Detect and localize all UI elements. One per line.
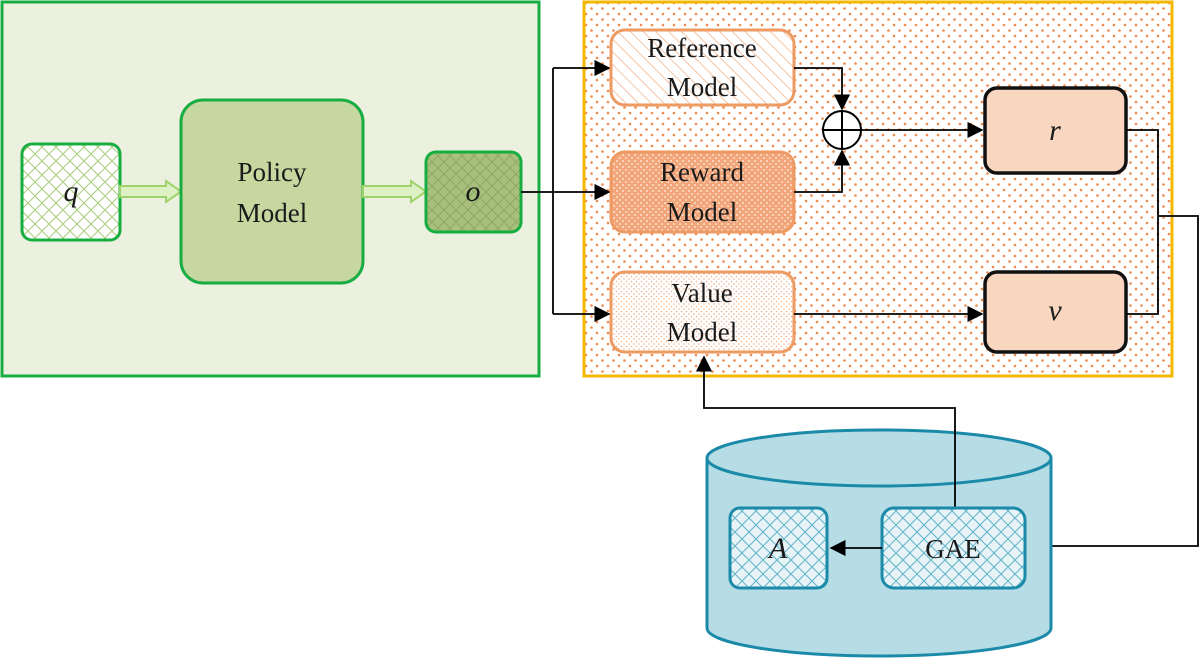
r-label: r [1049, 114, 1061, 147]
q-to-policy-arrow [119, 179, 183, 204]
v-out-line [1126, 216, 1159, 315]
v-box [983, 270, 1128, 354]
policy-to-o-arrow [362, 179, 428, 204]
q-node: q [20, 142, 122, 242]
a-box [728, 506, 829, 590]
reward-model-label-line1: Reward [660, 157, 744, 187]
o-node: o [424, 150, 523, 234]
gae-node: GAE [880, 506, 1027, 590]
advantage-store-cylinder: A GAE [705, 428, 1053, 658]
reward-to-sum-arrow [794, 149, 851, 193]
policy-model-label-line1: Policy [237, 157, 307, 187]
a-node: A [728, 506, 829, 590]
rv-to-gae-arrow [1030, 215, 1199, 555]
gae-label: GAE [925, 534, 981, 564]
v-label: v [1048, 294, 1062, 327]
reward-model-label-line2: Model [667, 197, 738, 227]
reward-group: Reference Model Reward Model Value Model… [582, 0, 1174, 378]
policy-model-node: Policy Model [179, 98, 365, 285]
reference-model-node: Reference Model [609, 28, 796, 107]
o-label: o [466, 175, 481, 208]
value-model-label-line1: Value [671, 278, 732, 308]
reference-model-label-line1: Reference [647, 33, 756, 63]
value-model-node: Value Model [609, 270, 796, 354]
policy-model-label-line2: Model [237, 198, 308, 228]
r-out-line [1126, 129, 1159, 216]
cylinder-top [705, 428, 1053, 488]
policy-group: q Policy Model o [0, 0, 541, 378]
q-label: q [64, 175, 79, 208]
value-model-box [609, 270, 796, 354]
sum-node [822, 110, 862, 150]
reference-model-label-line2: Model [667, 72, 738, 102]
r-node: r [983, 86, 1128, 175]
reward-model-node: Reward Model [609, 150, 796, 234]
policy-model-box [179, 98, 365, 285]
reference-to-sum-arrow [794, 67, 851, 111]
a-label: A [767, 532, 788, 565]
value-model-label-line2: Model [667, 317, 738, 347]
v-node: v [983, 270, 1128, 354]
